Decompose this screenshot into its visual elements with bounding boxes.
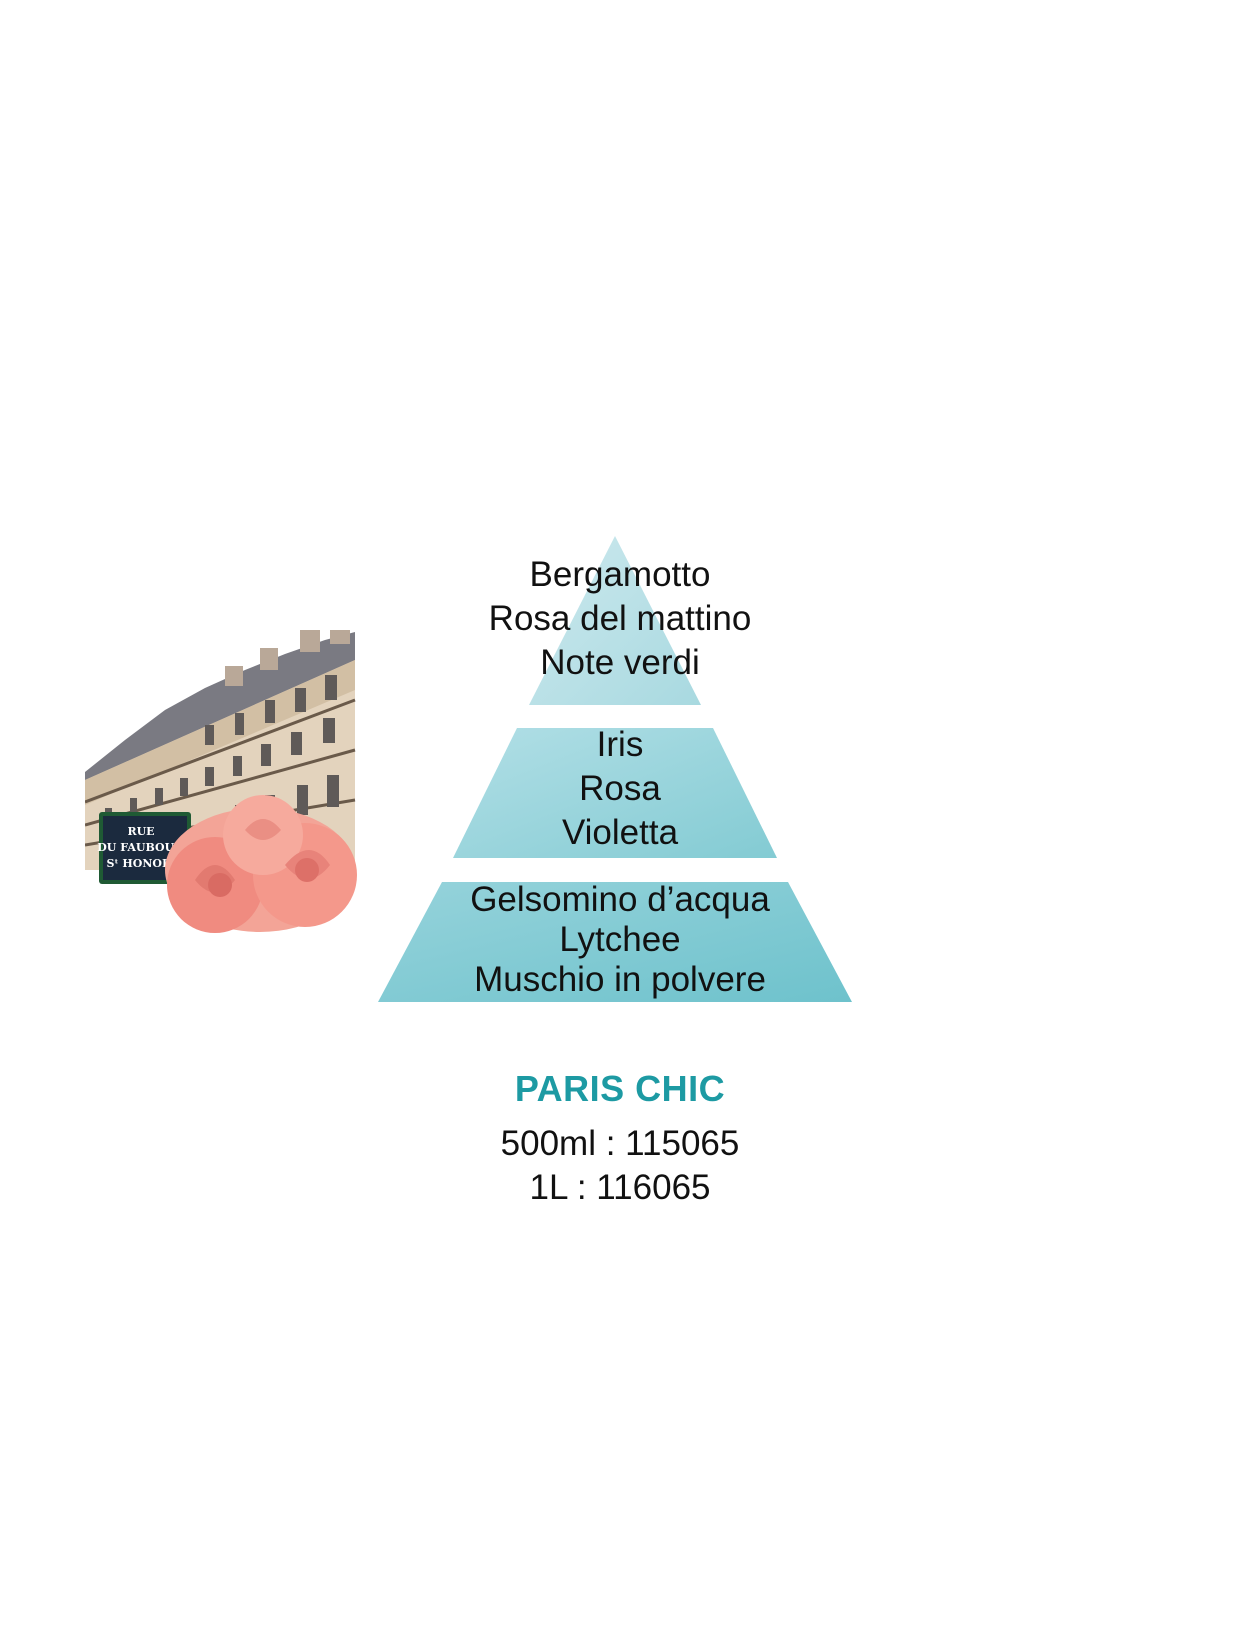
roses-icon	[165, 795, 357, 933]
base-note: Lytchee	[559, 920, 681, 959]
top-note: Note verdi	[540, 643, 700, 682]
product-codes: 500ml : 115065 1L : 116065	[420, 1122, 820, 1210]
sign-line-1: RUE	[127, 825, 154, 838]
sign-line-2: DU FAUBOURG	[97, 841, 192, 854]
base-note: Muschio in polvere	[474, 960, 766, 999]
product-name: PARIS CHIC	[514, 1068, 726, 1109]
top-note: Rosa del mattino	[488, 599, 752, 638]
heart-note: Violetta	[561, 813, 679, 852]
paris-illustration: RUE DU FAUBOURG Sᵗ HONORÉ	[85, 630, 357, 933]
base-note: Gelsomino d’acqua	[470, 880, 770, 919]
heart-note: Iris	[596, 725, 644, 764]
code-1l: 1L : 116065	[529, 1168, 711, 1207]
pyramid-bottom-tier	[378, 882, 852, 1002]
fragrance-pyramid	[378, 536, 852, 1002]
pyramid-top-tier	[529, 536, 701, 705]
pyramid-middle-tier	[453, 728, 777, 858]
heart-notes: Iris Rosa Violetta	[440, 723, 800, 855]
top-notes: Bergamotto Rosa del mattino Note verdi	[440, 553, 800, 685]
code-500ml: 500ml : 115065	[500, 1124, 740, 1163]
base-notes: Gelsomino d’acqua Lytchee Muschio in pol…	[420, 880, 820, 1000]
sign-line-3: Sᵗ HONORÉ	[107, 856, 180, 870]
top-note: Bergamotto	[529, 555, 711, 594]
heart-note: Rosa	[579, 769, 661, 808]
